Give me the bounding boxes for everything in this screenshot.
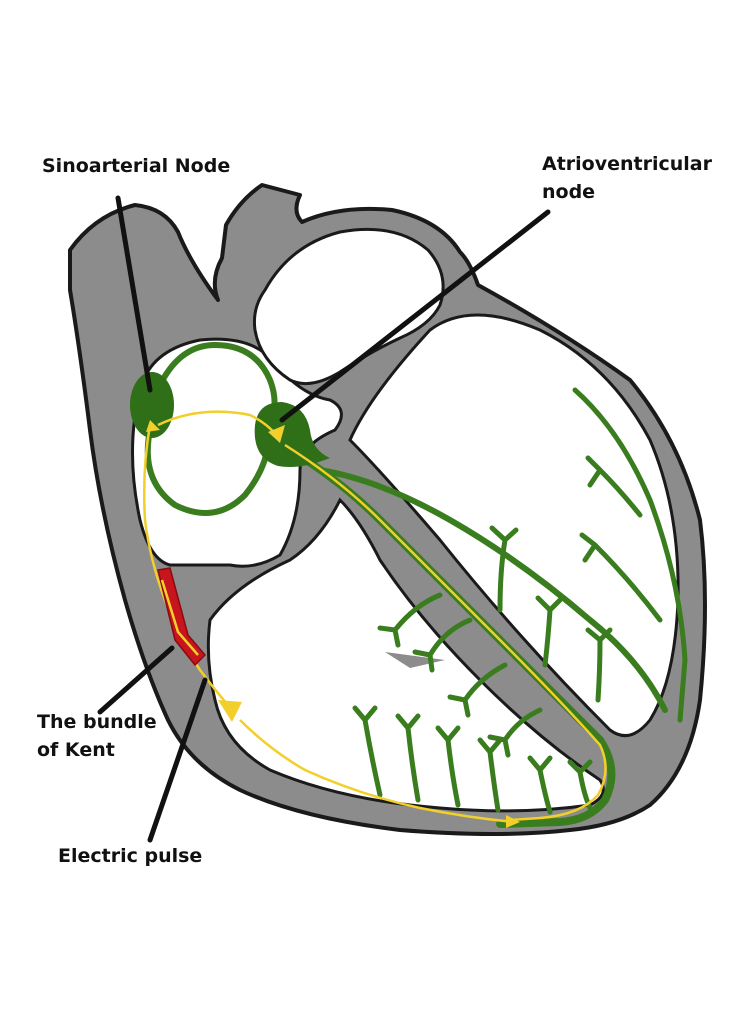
bundle-of-kent-label: The bundle of Kent: [37, 708, 157, 764]
av-label-line2: node: [542, 181, 596, 203]
pulse-arrowhead-av: [268, 425, 285, 443]
pulse-arrowhead-sa: [146, 420, 160, 432]
sinoatrial-node-label: Sinoarterial Node: [42, 155, 231, 177]
pulse-arrowhead-kent: [218, 700, 242, 722]
electric-pulse-label: Electric pulse: [58, 845, 203, 867]
left-atrium-chamber: [253, 227, 445, 386]
left-ventricle-purkinje: [572, 387, 688, 723]
grey-fleck: [385, 652, 445, 668]
bundle-of-kent: [157, 567, 207, 667]
atrioventricular-node-label: Atrioventricular node: [542, 150, 712, 206]
internodal-pathway-upper: [157, 341, 278, 423]
atrioventricular-node: [254, 402, 330, 467]
av-node-leader: [279, 209, 551, 423]
kent-label-line2: of Kent: [37, 739, 115, 761]
av-label-line1: Atrioventricular: [542, 153, 712, 175]
purkinje-fibers: [352, 455, 663, 815]
left-ventricle-chamber: [348, 313, 680, 738]
pulse-leader: [147, 677, 208, 843]
sa-node-leader: [115, 195, 153, 393]
kent-pulse-line: [160, 579, 199, 656]
kent-label-line1: The bundle: [37, 711, 157, 733]
label-leader-lines: [97, 195, 551, 843]
internodal-pathway-lower: [144, 427, 271, 516]
pulse-arrowhead-apex: [506, 815, 520, 828]
bundle-branch-left: [317, 467, 668, 713]
kent-leader: [97, 645, 175, 715]
